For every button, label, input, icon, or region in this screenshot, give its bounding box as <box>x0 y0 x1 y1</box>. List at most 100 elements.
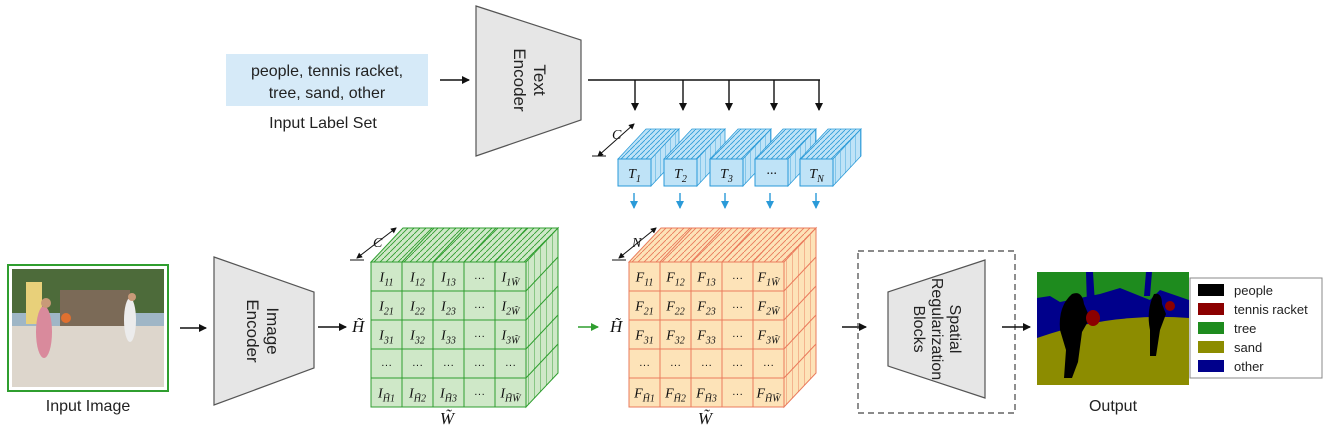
legend-swatch <box>1198 360 1224 372</box>
fused-feature-cell-bg <box>752 290 785 321</box>
spatial-line2: Regularization <box>928 278 945 380</box>
seg-tree-trunk <box>1086 272 1095 306</box>
fused-feature-top-gridline <box>752 227 786 263</box>
fused-feature-cell: F21 <box>628 290 661 321</box>
image-feature-cell-bg <box>494 290 527 321</box>
legend-swatch <box>1198 284 1224 296</box>
token-label: ··· <box>766 167 777 182</box>
legend-swatch <box>1198 303 1224 315</box>
fused-feature-cell-bg <box>752 319 785 350</box>
seg-racket-left <box>1086 310 1100 326</box>
fused-feature-cell: F1W̃ <box>752 261 785 292</box>
fused-feature-cell-bg <box>721 377 754 408</box>
image-feature-cell-bg <box>494 377 527 408</box>
image-feature-cell: IH̃3 <box>432 377 465 408</box>
fused-feature-cell: ··· <box>752 348 785 379</box>
spatial-line3: Blocks <box>910 305 927 352</box>
fused-feature-cell-label: F3W̃ <box>757 329 782 347</box>
text-encoder-line1: Text <box>530 64 549 95</box>
fused-feature-cell: F33 <box>690 319 723 350</box>
input-image-caption: Input Image <box>46 398 131 415</box>
image-feature-side-gridline <box>525 314 559 350</box>
fused-feature-cell-bg <box>690 319 723 350</box>
fused-feature-cell-bg <box>721 348 754 379</box>
legend-label: tree <box>1234 321 1256 336</box>
image-dim-indicator: C <box>350 227 397 261</box>
photo-sand <box>12 326 164 387</box>
fused-feature-cell: FH̃W̃ <box>752 377 785 408</box>
fused-feature-cell-bg <box>628 377 661 408</box>
image-feature-cell-label: ··· <box>412 360 423 372</box>
text-encoder-shape <box>475 5 582 157</box>
fused-feature-cell: F3W̃ <box>752 319 785 350</box>
legend-label: other <box>1234 359 1264 374</box>
image-feature-cell: I33 <box>432 319 465 350</box>
image-feature-cell: ··· <box>401 348 434 379</box>
legend-swatch <box>1198 322 1224 334</box>
image-feature-cell: I31 <box>370 319 403 350</box>
text-dim-indicator: C <box>592 123 635 157</box>
photo-racket-left <box>61 313 71 323</box>
label-set-box <box>226 54 428 106</box>
fused-feature-cell: F11 <box>628 261 661 292</box>
image-feature-cell-bg <box>432 377 465 408</box>
image-feature-side-gridline <box>525 343 559 379</box>
legend-item: tennis racket <box>1198 302 1308 317</box>
fused-feature-cell-bg <box>690 261 723 292</box>
image-feature-cell: ··· <box>432 348 465 379</box>
fused-feature-cell: F12 <box>659 261 692 292</box>
fused-feature-top-gridline <box>690 227 724 263</box>
legend-item: tree <box>1198 321 1256 336</box>
fused-feature-cell: FH̃2 <box>659 377 692 408</box>
label-set-line2: tree, sand, other <box>269 85 386 102</box>
photo-player-right <box>124 298 136 342</box>
image-feature-cell: IH̃2 <box>401 377 434 408</box>
image-feature-cell-label: ··· <box>474 360 485 372</box>
label-set-line1: people, tennis racket, <box>251 63 403 80</box>
image-feature-cell-bg <box>463 377 496 408</box>
token-front-face <box>617 158 652 187</box>
seg-tree-trunk2 <box>1144 272 1152 296</box>
image-encoder: Image Encoder <box>213 256 315 406</box>
image-dim-arrow <box>356 227 397 259</box>
image-feature-cell: ··· <box>463 319 496 350</box>
fused-feature-cell: ··· <box>690 348 723 379</box>
input-label-set: people, tennis racket, tree, sand, other… <box>226 54 428 132</box>
text-dim-label: C <box>612 128 622 143</box>
image-feature-cell-label: ··· <box>505 360 516 372</box>
fused-dim-label: N <box>631 236 642 251</box>
fused-feature-top-gridline <box>659 227 693 263</box>
input-image <box>7 264 169 392</box>
image-feature-cell-label: ··· <box>474 389 485 401</box>
fused-feature-cell-label: ··· <box>670 360 681 372</box>
image-feature-cell: I1W̃ <box>494 261 527 292</box>
fused-feature-cell: F2W̃ <box>752 290 785 321</box>
image-dim-label: C <box>373 236 383 251</box>
image-feature-cell-bg <box>370 261 403 292</box>
fused-feature-cell: FH̃1 <box>628 377 661 408</box>
image-feature-cell-label: ··· <box>381 360 392 372</box>
image-feature-cell: I12 <box>401 261 434 292</box>
image-feature-cell-bg <box>494 348 527 379</box>
fused-feature-cell-label: ··· <box>732 360 743 372</box>
image-feature-side-gridline <box>525 256 559 292</box>
photo-banner <box>26 282 42 324</box>
fused-feature-cell-bg <box>659 261 692 292</box>
image-feature-cell: IH̃W̃ <box>494 377 527 408</box>
spatial-block-shape <box>887 259 986 399</box>
fused-feature-cell: F13 <box>690 261 723 292</box>
image-feature-cell-bg <box>370 348 403 379</box>
image-encoder-line2: Encoder <box>243 299 262 363</box>
image-feature-cell: I2W̃ <box>494 290 527 321</box>
fused-feature-cell: F32 <box>659 319 692 350</box>
image-feature-top-gridline <box>432 227 466 263</box>
seg-racket-right <box>1165 301 1175 311</box>
image-encoder-line1: Image <box>263 307 282 354</box>
seg-person-left <box>1059 293 1090 378</box>
image-feature-cell-bg <box>463 348 496 379</box>
legend-item: other <box>1198 359 1264 374</box>
